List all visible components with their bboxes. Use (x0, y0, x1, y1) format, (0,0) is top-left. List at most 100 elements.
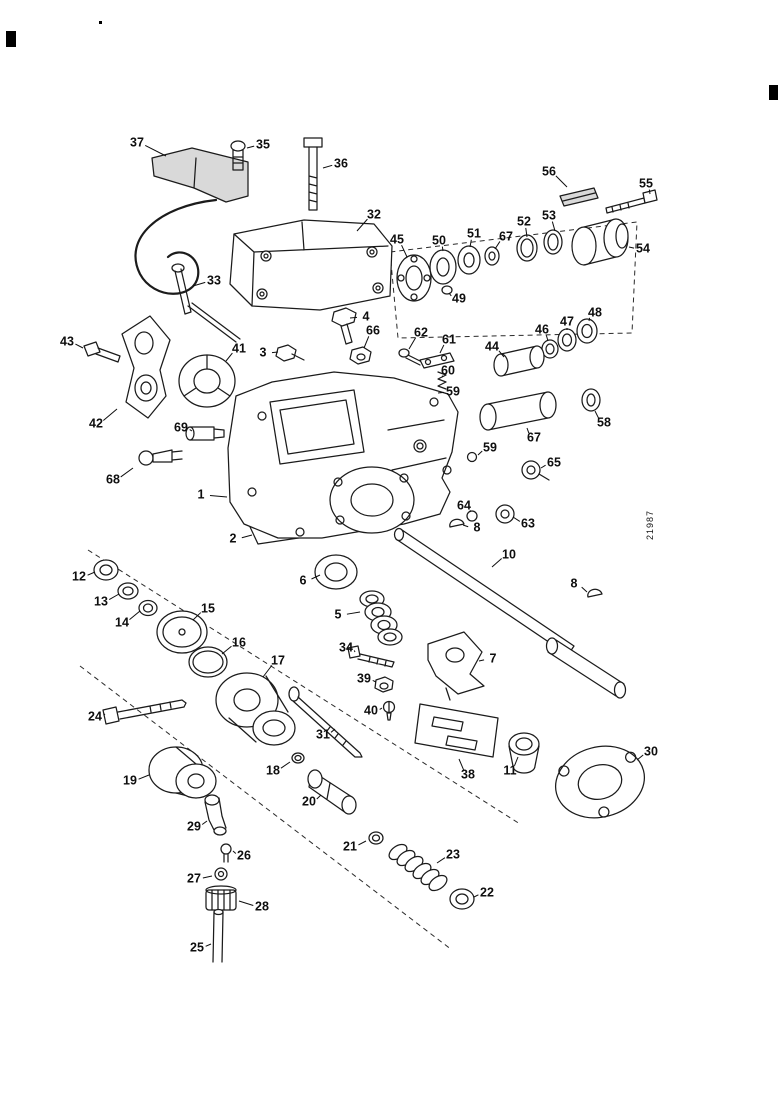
part-51-washer (457, 245, 481, 275)
callout-label: 35 (256, 137, 270, 151)
callout-label: 45 (390, 232, 404, 246)
callout-label: 27 (187, 871, 201, 885)
callout-label: 20 (302, 794, 316, 808)
part-pipe-loop (134, 198, 218, 295)
callout-leader (192, 612, 202, 621)
part-24-bolt (102, 699, 187, 725)
part-10-shaft (393, 527, 627, 699)
part-25-tube (212, 908, 224, 963)
callout-label: 15 (201, 601, 215, 615)
callout-leader (144, 145, 167, 157)
callout-leader (87, 571, 96, 576)
part-48-ring (576, 318, 598, 344)
callout-leader (353, 650, 356, 653)
callout-label: 12 (72, 569, 86, 583)
callout-leader (322, 164, 333, 169)
callout-label: 5 (335, 607, 342, 621)
callout-label: 21 (343, 839, 357, 853)
callout-label: 23 (446, 847, 460, 861)
callout-label: 1 (198, 487, 205, 501)
callout-leader (628, 246, 635, 249)
part-21-ring (368, 831, 384, 845)
part-8-clip-b (587, 588, 603, 598)
part-23-spring (388, 843, 448, 892)
callout-label: 42 (89, 416, 103, 430)
callout-label: 66 (366, 323, 380, 337)
part-60-spring (437, 371, 447, 390)
callout-leader (478, 659, 485, 662)
callout-label: 29 (187, 819, 201, 833)
callout-leader (491, 558, 502, 568)
part-63-plug (495, 504, 515, 524)
callout-leader (458, 758, 465, 770)
callout-label: 60 (441, 363, 455, 377)
callout-label: 4 (363, 309, 370, 323)
part-34-bolt (347, 645, 395, 668)
callout-leader (221, 645, 232, 655)
callout-label: 64 (457, 498, 471, 512)
callout-leader (120, 467, 134, 478)
part-64-ball (466, 510, 478, 522)
part-17-cap-housing (215, 672, 296, 746)
callout-leader (588, 317, 591, 322)
callout-leader (448, 292, 452, 297)
part-1-housing (227, 371, 459, 539)
callout-label: 19 (123, 773, 137, 787)
callout-leader (209, 494, 228, 498)
part-59-ball-b (466, 451, 478, 463)
part-42-fork-lever (121, 315, 171, 419)
callout-leader (311, 574, 321, 580)
callout-leader (469, 239, 472, 248)
part-61-plate (419, 352, 455, 369)
callout-leader (379, 707, 383, 710)
part-22-cap (449, 888, 475, 910)
part-35-screw (230, 140, 246, 171)
part-49-washer (441, 285, 453, 295)
callout-leader (192, 281, 206, 287)
callout-leader (138, 774, 150, 780)
part-67-ring-a (484, 246, 500, 266)
part-66-nut (349, 346, 372, 365)
part-29-elbow (204, 794, 227, 836)
callout-label: 38 (461, 767, 475, 781)
callout-label: 30 (644, 744, 658, 758)
part-41-bearing (178, 354, 236, 408)
callout-leader (271, 351, 279, 354)
callout-label: 59 (446, 384, 460, 398)
callout-label: 51 (467, 226, 481, 240)
callout-leader (498, 350, 505, 358)
callout-leader (280, 761, 291, 769)
callout-leader (408, 337, 417, 350)
callout-label: 13 (94, 594, 108, 608)
callout-leader (512, 516, 521, 522)
part-68-plug (138, 449, 183, 466)
part-38-plate (414, 703, 499, 758)
callout-leader (103, 408, 118, 421)
callout-label: 7 (490, 651, 497, 665)
part-13-washer (117, 582, 139, 600)
callout-leader (356, 218, 368, 232)
callout-leader (441, 246, 444, 252)
callout-label: 43 (60, 334, 74, 348)
part-31-bolt (288, 686, 363, 758)
callout-leader (330, 728, 336, 733)
callout-label: 37 (130, 135, 144, 149)
callout-label: 61 (442, 332, 456, 346)
part-14-ring (138, 599, 158, 617)
callout-leader (477, 450, 483, 456)
callout-label: 16 (232, 635, 246, 649)
callout-leader (494, 241, 501, 250)
callout-leader (262, 665, 273, 678)
callout-leader (437, 391, 445, 394)
part-26-fitting (220, 843, 232, 863)
figure-ref-code: 21987 (645, 509, 655, 540)
part-40-screw (382, 700, 396, 721)
callout-leader (225, 352, 233, 362)
callout-leader (462, 524, 469, 528)
callout-leader (129, 610, 141, 621)
callout-leader (581, 586, 588, 593)
callout-label: 6 (300, 573, 307, 587)
scan-artifact (99, 21, 102, 24)
callout-label: 48 (588, 305, 602, 319)
